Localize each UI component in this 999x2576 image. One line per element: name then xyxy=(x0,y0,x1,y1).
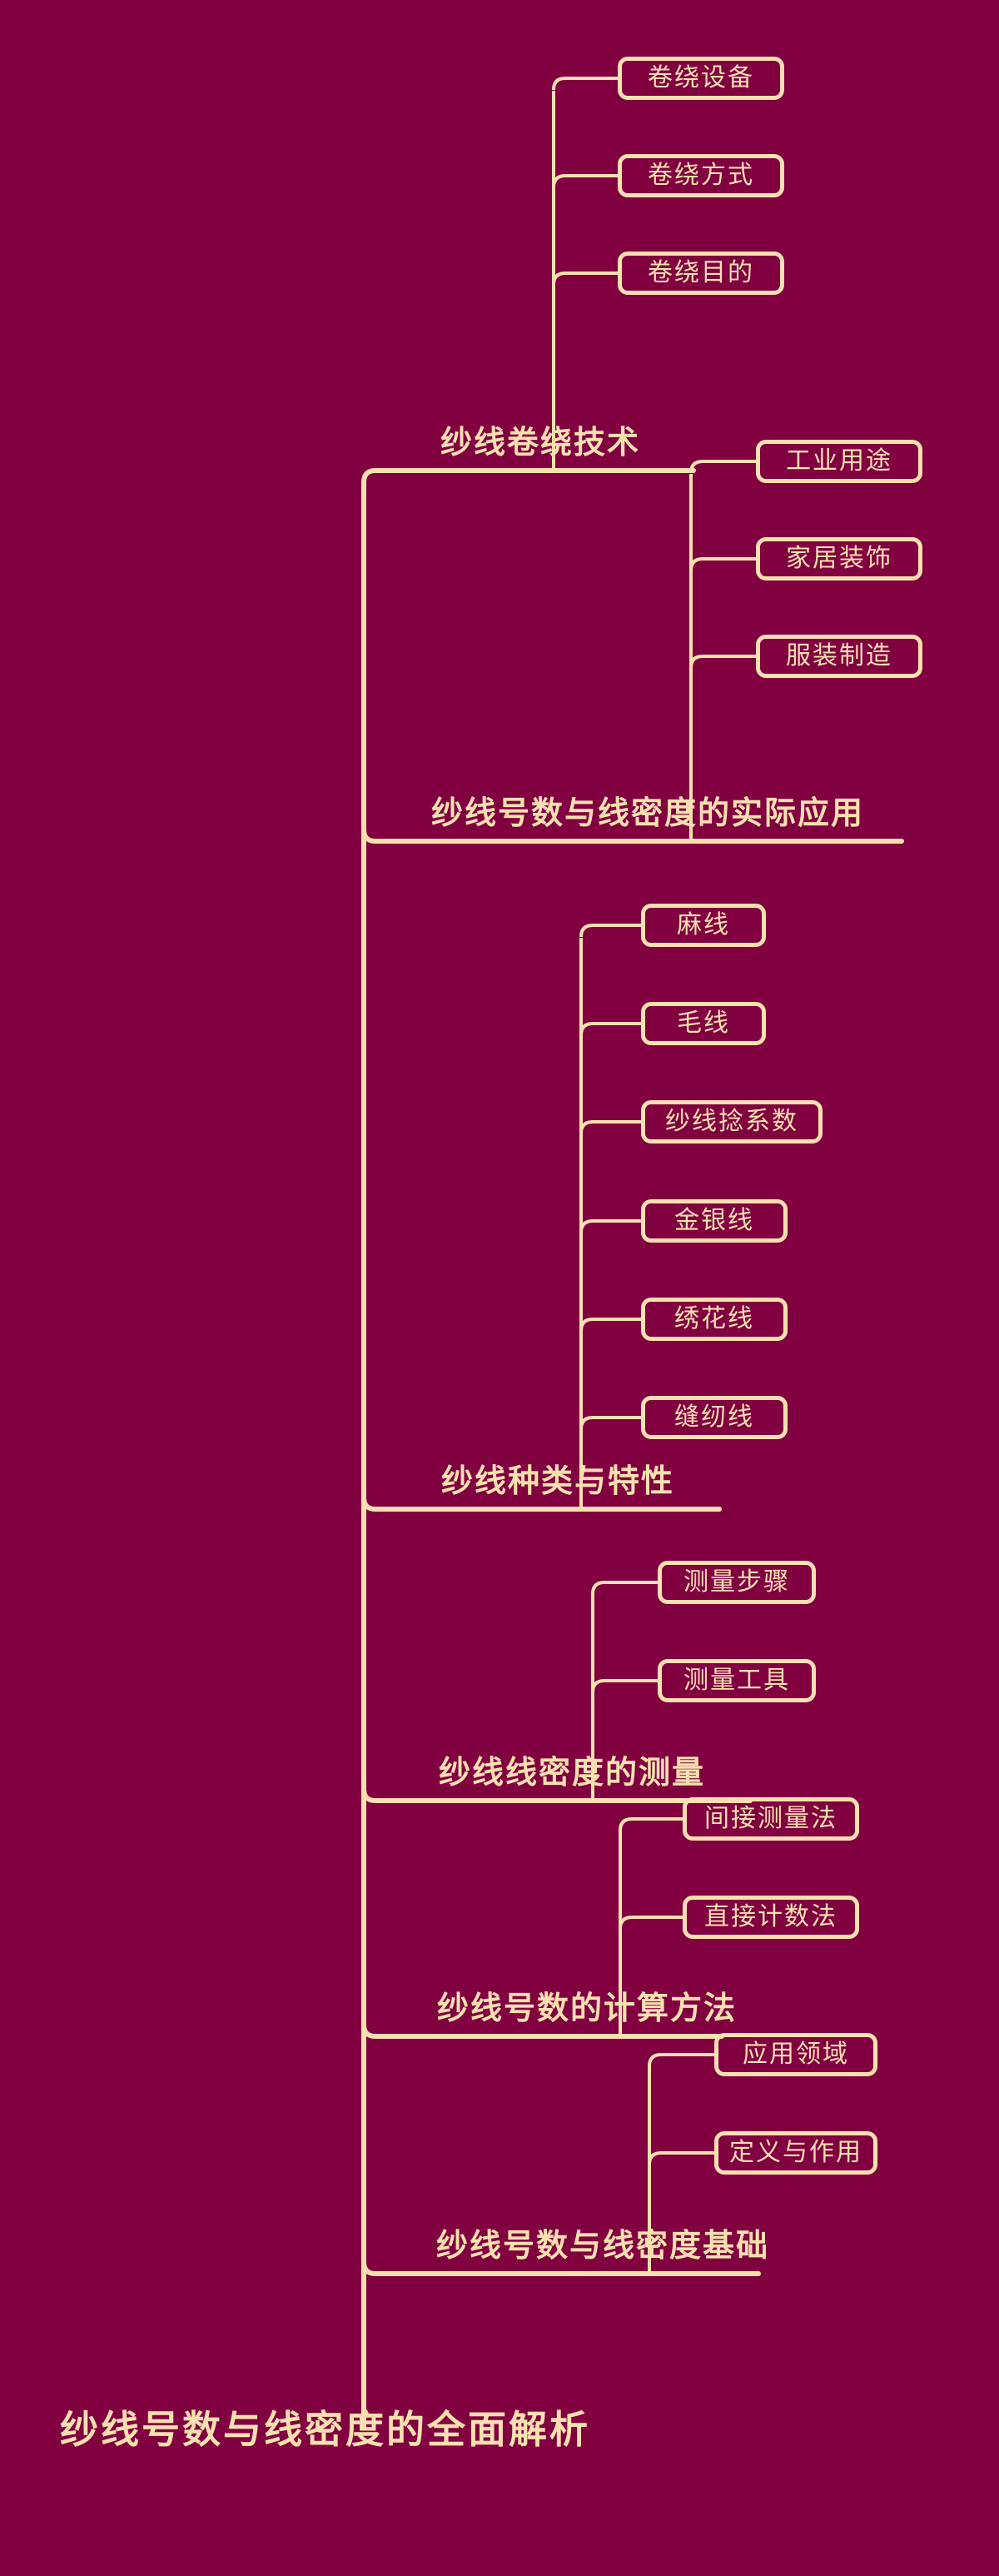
leaf-node[interactable]: 卷绕设备 xyxy=(618,57,784,100)
root-title: 纱线号数与线密度的全面解析 xyxy=(60,2409,590,2451)
branch-label-2[interactable]: 纱线号数与线密度的实际应用 xyxy=(431,796,865,831)
branch-label-4[interactable]: 纱线线密度的测量 xyxy=(439,1756,706,1791)
leaf-node[interactable]: 家居装饰 xyxy=(756,537,922,580)
leaf-node[interactable]: 服装制造 xyxy=(756,635,922,678)
leaf-node[interactable]: 纱线捻系数 xyxy=(641,1100,823,1144)
branch-underline xyxy=(426,2034,724,2039)
leaf-node[interactable]: 测量工具 xyxy=(658,1659,816,1702)
branch-label-6[interactable]: 纱线号数与线密度基础 xyxy=(436,2229,770,2264)
leaf-node[interactable]: 应用领域 xyxy=(714,2033,877,2076)
branch-underline xyxy=(430,1507,722,1512)
branch-underline xyxy=(430,468,696,473)
leaf-node[interactable]: 直接计数法 xyxy=(683,1896,859,1939)
leaf-node[interactable]: 毛线 xyxy=(641,1002,766,1045)
branch-underline xyxy=(428,1798,753,1803)
leaf-node[interactable]: 卷绕目的 xyxy=(618,252,784,295)
branch-label-1[interactable]: 纱线卷绕技术 xyxy=(440,426,641,461)
branch-label-3[interactable]: 纱线种类与特性 xyxy=(441,1464,675,1499)
leaf-node[interactable]: 间接测量法 xyxy=(683,1797,859,1841)
leaf-node[interactable]: 金银线 xyxy=(641,1199,788,1243)
leaf-node[interactable]: 绣花线 xyxy=(641,1298,788,1341)
branch-underline xyxy=(425,2271,761,2276)
leaf-node[interactable]: 卷绕方式 xyxy=(618,154,784,197)
leaf-node[interactable]: 缝纫线 xyxy=(641,1396,788,1439)
branch-underline xyxy=(421,839,904,844)
leaf-node[interactable]: 测量步骤 xyxy=(658,1561,816,1604)
leaf-node[interactable]: 麻线 xyxy=(641,904,766,947)
branch-label-5[interactable]: 纱线号数的计算方法 xyxy=(437,1991,738,2026)
leaf-node[interactable]: 工业用途 xyxy=(756,440,922,483)
leaf-node[interactable]: 定义与作用 xyxy=(714,2131,877,2175)
